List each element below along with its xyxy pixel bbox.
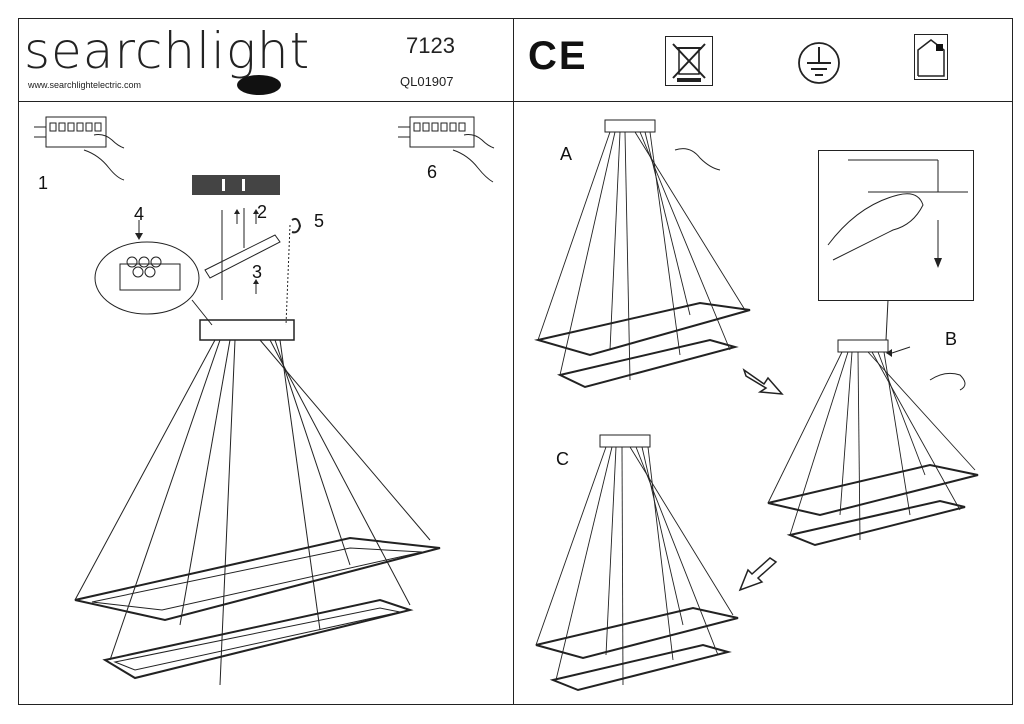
page-frame xyxy=(18,18,1013,705)
vertical-divider xyxy=(513,18,514,705)
earth-ground-icon xyxy=(798,42,840,84)
step-label-5: 5 xyxy=(314,211,325,231)
arrow-b-to-c xyxy=(738,557,778,592)
magnified-terminal-block xyxy=(94,241,213,326)
terminal-block-hand-illustration-6 xyxy=(398,116,495,183)
detail-inset-stage-b xyxy=(818,150,974,341)
step-label-3: 3 xyxy=(252,262,263,282)
step-label-1: 1 xyxy=(38,173,49,193)
chandelier-stage-a xyxy=(534,119,751,389)
indoor-use-house-icon xyxy=(914,34,948,80)
website-url: www.searchlightelectric.com xyxy=(28,80,142,90)
document-code: QL01907 xyxy=(400,74,454,89)
chandelier-stage-b xyxy=(767,339,979,547)
step-label-6: 6 xyxy=(427,162,438,182)
horizontal-divider xyxy=(18,101,1013,102)
model-number: 7123 xyxy=(406,33,455,58)
step-label-2: 2 xyxy=(257,202,268,222)
arrow-down-step4 xyxy=(135,220,143,240)
terminal-block-hand-illustration-1 xyxy=(34,116,125,181)
chandelier-stage-c xyxy=(535,434,739,692)
ce-mark-icon: CE xyxy=(528,34,588,78)
stage-label-b: B xyxy=(945,329,958,349)
chandelier-assembled-main xyxy=(74,319,441,686)
ceiling-mounting-plate xyxy=(192,175,280,195)
logo-ellipse-icon xyxy=(237,75,281,95)
arrow-a-to-b xyxy=(742,368,784,395)
stage-label-c: C xyxy=(556,449,569,469)
weee-crossed-bin-icon xyxy=(665,36,713,86)
mounting-hardware xyxy=(204,208,302,326)
stage-label-a: A xyxy=(560,144,573,164)
step-label-4: 4 xyxy=(134,204,145,224)
brand-logo: searchlight xyxy=(24,22,311,80)
